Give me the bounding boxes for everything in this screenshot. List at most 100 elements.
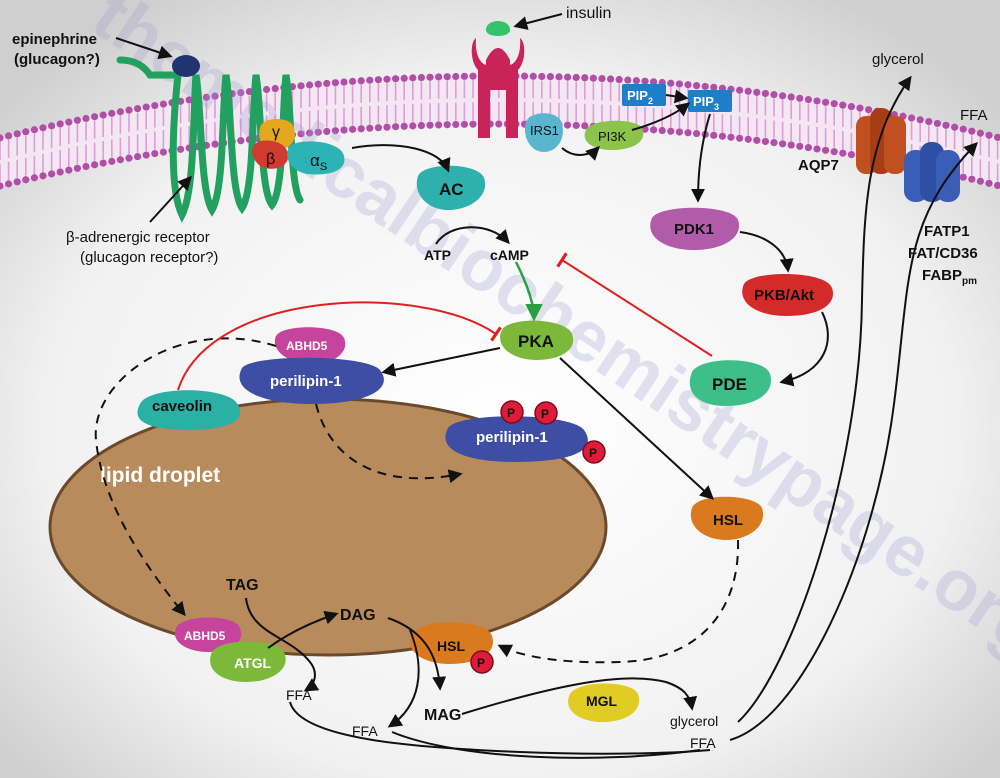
epinephrine-ligand <box>172 55 200 77</box>
lipid-head <box>581 74 589 82</box>
fatcd36-label: FAT/CD36 <box>908 245 978 262</box>
pip2-label: PIP2 <box>627 88 653 106</box>
phospho-label-2: P <box>541 407 549 421</box>
lipid-head <box>392 123 400 131</box>
lipid-head <box>787 141 795 149</box>
lipid-head <box>607 75 615 83</box>
lipid-head <box>753 136 761 144</box>
lipid-head <box>865 106 873 114</box>
insulin-label: insulin <box>566 5 611 22</box>
lipid-head <box>942 121 950 129</box>
insulin-ligand <box>486 21 510 36</box>
lipid-head <box>409 122 417 130</box>
lipid-head <box>400 74 408 82</box>
lipid-head <box>460 72 468 80</box>
fabp-label: FABPpm <box>922 267 977 287</box>
lipid-head <box>813 97 821 105</box>
glycerol-top-label: glycerol <box>872 51 924 68</box>
lipid-head <box>615 75 623 84</box>
abhd5-bottom-label: ABHD5 <box>184 629 226 643</box>
lipid-head <box>675 80 684 88</box>
hsl-cytosolic-label: HSL <box>713 512 743 529</box>
lipid-head <box>847 151 856 159</box>
lipid-head <box>976 129 985 137</box>
lipid-head <box>306 129 314 137</box>
ffa-bottom-label: FFA <box>690 735 716 751</box>
mgl-label: MGL <box>586 693 618 709</box>
caveolin-label: caveolin <box>152 398 212 415</box>
lipid-head <box>830 100 838 108</box>
lipid-head <box>73 164 81 172</box>
lipid-head <box>159 100 167 108</box>
abhd5-top-label: ABHD5 <box>286 339 328 353</box>
lipid-head <box>125 154 133 162</box>
abhd5-bottom <box>174 617 242 652</box>
lipid-head <box>581 122 589 130</box>
lipid-head <box>650 78 658 86</box>
lipid-head <box>443 121 451 129</box>
lipid-head <box>392 75 400 83</box>
lipid-head <box>349 125 357 133</box>
pi3k-protein <box>584 120 644 150</box>
lipid-head <box>99 159 107 167</box>
lipid-head <box>727 133 735 141</box>
lipid-head <box>237 89 245 97</box>
lipid-head <box>675 128 684 136</box>
lipid-head <box>108 109 116 117</box>
lipid-head <box>151 149 159 158</box>
lipid-head <box>641 77 649 85</box>
lipid-head <box>125 106 133 114</box>
lipid-head <box>469 72 477 80</box>
lipid-head <box>383 75 391 83</box>
camp-label: cAMP <box>490 247 529 263</box>
camp-activates-pka <box>514 261 543 322</box>
beta-label: β <box>266 151 275 168</box>
lipid-head <box>314 128 322 136</box>
phosphate-groups-perilipin: P P P <box>500 400 606 464</box>
beta-adrenergic-receptor <box>116 56 304 223</box>
lipid-head <box>598 74 606 83</box>
lipid-head <box>297 82 305 90</box>
aqp7-channel <box>856 108 906 174</box>
lipid-head <box>667 127 675 135</box>
lipid-head <box>263 85 271 94</box>
lipid-head <box>237 137 245 145</box>
lipid-head <box>142 151 150 159</box>
pdk1-kinase <box>650 207 739 250</box>
lipid-head <box>443 73 451 81</box>
lipid-head <box>366 124 374 132</box>
irs1-protein <box>524 113 563 152</box>
lipid-head <box>684 129 692 137</box>
lipid-head <box>134 152 142 161</box>
lipid-head <box>684 81 692 89</box>
lipid-head <box>564 121 572 129</box>
lipid-head <box>159 148 167 156</box>
lipid-head <box>469 120 477 128</box>
lipid-head <box>736 134 744 142</box>
lipid-head <box>340 126 348 134</box>
lipid-head <box>796 142 804 150</box>
pkb-akt-kinase <box>742 273 833 316</box>
lipid-head <box>426 121 434 129</box>
lipid-head <box>134 104 142 113</box>
lipid-head <box>959 173 967 181</box>
lipid-head <box>0 134 4 142</box>
lipid-head <box>839 101 847 109</box>
ffa-label-2: FFA <box>352 723 378 739</box>
lipid-head <box>82 114 90 123</box>
hsl-droplet-label: HSL <box>437 638 465 654</box>
lipid-head <box>718 132 727 140</box>
pka-kinase <box>500 320 574 360</box>
pde-enzyme <box>689 360 771 406</box>
lipid-head <box>985 131 993 139</box>
lipid-head <box>779 92 787 100</box>
irs1-label: IRS1 <box>530 123 559 138</box>
lipid-head <box>830 148 838 156</box>
lipid-head <box>331 79 339 87</box>
lipid-head <box>211 92 219 100</box>
lipid-head <box>753 88 761 96</box>
lipid-head <box>908 114 916 122</box>
lipid-head <box>572 121 580 130</box>
lipid-head <box>5 180 13 188</box>
lipid-head <box>710 83 718 91</box>
